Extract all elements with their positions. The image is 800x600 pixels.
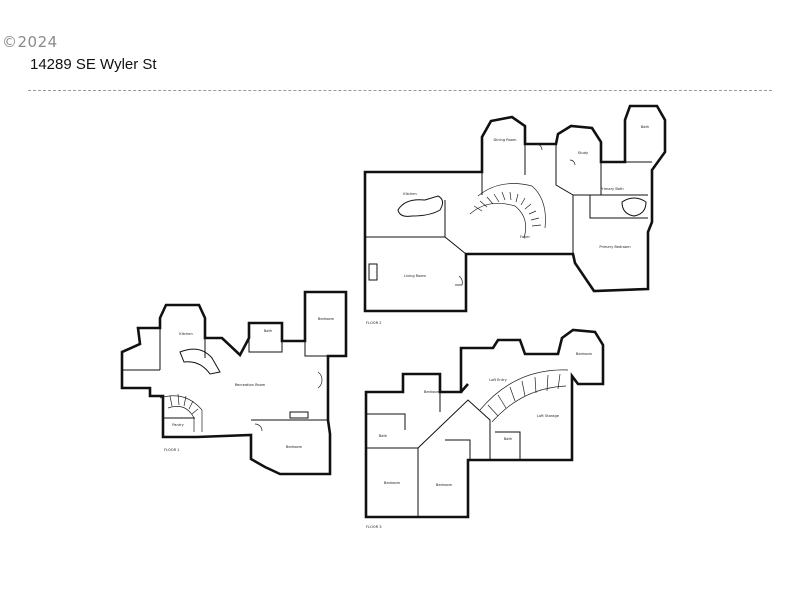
room-label-loft-entry: Loft Entry	[489, 378, 507, 382]
room-label-recreation-room: Recreation Room	[235, 383, 266, 387]
room-label-living-room: Living Room	[404, 274, 427, 278]
floor-plan-2: Kitchen Dining Room Study Bath Foyer Liv…	[363, 104, 667, 325]
room-label-primary-bedroom: Primary Bedroom	[599, 245, 631, 249]
room-label-primary-bath: Primary Bath	[600, 187, 623, 191]
room-label-bath-f1: Bath	[264, 329, 272, 333]
room-label-bath-f3-b: Bath	[504, 437, 512, 441]
room-label-loft-storage: Loft Storage	[537, 414, 560, 418]
room-label-bath-f2: Bath	[641, 125, 649, 129]
property-address: 14289 SE Wyler St	[30, 56, 157, 73]
header-divider	[28, 90, 772, 91]
room-label-bedroom-f1-b: Bedroom	[286, 445, 303, 449]
room-label-bedroom-f3-a: Bedroom	[576, 352, 593, 356]
room-label-bedroom-f3-c: Bedroom	[384, 481, 401, 485]
room-label-pantry: Pantry	[172, 423, 184, 427]
floor-plan-3: Bedroom Bedroom Loft Entry Bath Bath Bed…	[364, 328, 605, 529]
room-label-bedroom-f3-d: Bedroom	[436, 483, 453, 487]
floor-label-3: FLOOR 3	[366, 525, 382, 529]
room-label-foyer: Foyer	[520, 235, 530, 239]
room-label-bath-f3-a: Bath	[379, 434, 387, 438]
room-label-dining-room: Dining Room	[494, 138, 517, 142]
room-label-bedroom-f1-a: Bedroom	[318, 317, 335, 321]
room-label-kitchen-f1: Kitchen	[179, 332, 193, 336]
room-label-kitchen-f2: Kitchen	[403, 192, 417, 196]
room-label-study: Study	[578, 151, 589, 155]
floor-label-1: FLOOR 1	[164, 448, 180, 452]
floor-label-2: FLOOR 2	[366, 321, 382, 325]
room-label-bedroom-f3-b: Bedroom	[424, 390, 441, 394]
copyright-watermark: ©2024	[2, 33, 58, 51]
floor-plan-1: Kitchen Bath Bedroom Recreation Room Pan…	[120, 290, 348, 476]
